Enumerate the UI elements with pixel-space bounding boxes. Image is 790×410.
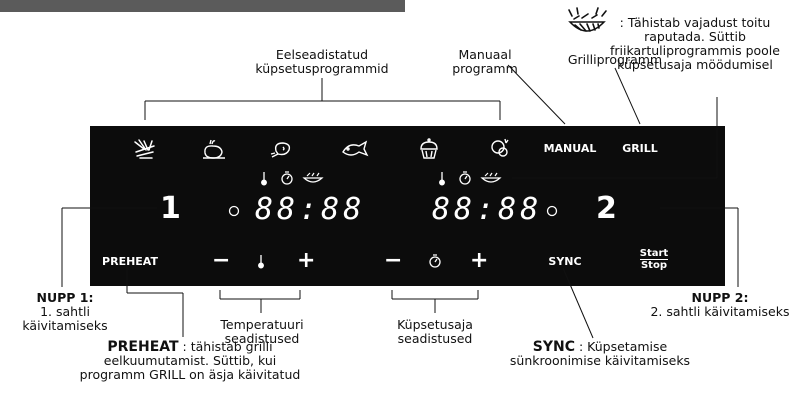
- drawer2-indicator: [546, 205, 558, 217]
- stop-label: Stop: [640, 260, 667, 271]
- timer-icon: [429, 254, 441, 268]
- time-minus-button[interactable]: −: [384, 248, 403, 273]
- thermometer-icon: [439, 172, 445, 186]
- drawer1-indicator: [228, 205, 240, 217]
- button2-callout: NUPP 2: 2. sahtli käivitamiseks: [650, 290, 790, 319]
- header-bar: [0, 0, 405, 12]
- drawer1-button[interactable]: 1: [160, 191, 181, 226]
- control-panel: [90, 126, 725, 286]
- sync-callout: SYNC : Küpsetamise sünkroonimise käivita…: [509, 339, 691, 368]
- preheat-callout: PREHEAT : tähistab grilli eelkuumutamist…: [79, 339, 301, 382]
- start-stop-button[interactable]: Start Stop: [636, 248, 672, 271]
- preheat-button[interactable]: PREHEAT: [102, 255, 158, 268]
- thermometer-icon: [258, 255, 264, 269]
- thermometer-icon: [261, 172, 267, 186]
- fries-icon[interactable]: [132, 138, 158, 160]
- drawer1-display: 88:88: [255, 192, 366, 227]
- shake-icon: [480, 172, 502, 183]
- drawer2-button[interactable]: 2: [596, 191, 617, 226]
- button1-callout: NUPP 1: 1. sahtli käivitamiseks: [22, 290, 108, 333]
- shake-icon: [302, 172, 324, 183]
- manual-button[interactable]: MANUAL: [543, 142, 597, 155]
- start-label: Start: [639, 248, 669, 260]
- meat-icon[interactable]: [270, 137, 296, 161]
- chicken-icon[interactable]: [201, 137, 227, 161]
- vegetables-icon[interactable]: [488, 136, 512, 160]
- shake-callout-icon: [568, 7, 607, 32]
- grill-callout: Grilliprogramm: [567, 52, 663, 67]
- drawer2-display: 88:88: [432, 192, 543, 227]
- time-plus-button[interactable]: +: [470, 248, 489, 273]
- fish-icon[interactable]: [339, 138, 369, 160]
- timer-icon: [459, 171, 471, 185]
- grill-button[interactable]: GRILL: [622, 142, 658, 155]
- timer-icon: [281, 171, 293, 185]
- cupcake-icon[interactable]: [417, 137, 441, 161]
- temperature-plus-button[interactable]: +: [297, 248, 316, 273]
- temperature-minus-button[interactable]: −: [212, 248, 231, 273]
- sync-button[interactable]: SYNC: [548, 255, 582, 268]
